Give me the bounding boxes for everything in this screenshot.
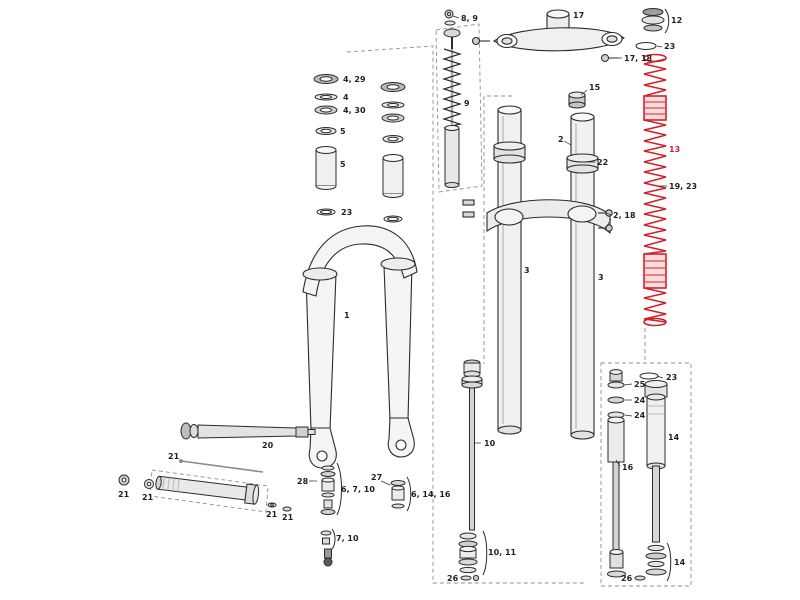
part-label-23: 23 xyxy=(666,373,677,382)
part-9-rebound-damper xyxy=(441,9,463,188)
dashed-guides xyxy=(149,23,692,587)
small-parts-right-stack xyxy=(390,480,406,509)
part-label-24: 24 xyxy=(634,396,646,405)
part-label-13: 13 xyxy=(669,145,680,154)
washer-21 xyxy=(282,506,292,512)
part-label-22: 22 xyxy=(597,158,608,167)
part-label-20: 20 xyxy=(262,441,274,450)
part-14-air-shaft xyxy=(639,372,668,576)
o-ring-23-left xyxy=(316,208,336,216)
part-label-4: 4 xyxy=(343,93,349,102)
part-label-17-18: 17, 18 xyxy=(624,54,653,63)
part-label-19-23: 19, 23 xyxy=(669,182,697,191)
part-label-2-18: 2, 18 xyxy=(613,211,636,220)
ring-25 xyxy=(607,381,625,389)
part-17-crown-steerer xyxy=(471,9,625,52)
part-16-damper-shaft xyxy=(607,369,646,581)
part-label-6-7-10: 6, 7, 10 xyxy=(341,485,375,494)
part-label-5: 5 xyxy=(340,127,346,136)
part-label-6-14-16: 6, 14, 16 xyxy=(411,490,451,499)
o-ring-23-top xyxy=(635,42,657,50)
part-label-24: 24 xyxy=(634,411,646,420)
pinch-bolt xyxy=(605,224,613,232)
part-label-28: 28 xyxy=(297,477,309,486)
part-label-25: 25 xyxy=(634,380,646,389)
part-label-4-29: 4, 29 xyxy=(343,75,366,84)
part-label-3: 3 xyxy=(524,266,530,275)
crown-bolt xyxy=(471,36,481,46)
part-20-rebound-rod xyxy=(179,422,316,473)
label-leaders xyxy=(309,15,667,486)
lower-crown xyxy=(462,199,613,235)
part-label-26: 26 xyxy=(447,574,459,583)
part-12-top-cap xyxy=(601,8,665,62)
washer-26 xyxy=(460,575,472,581)
part-13-coil-spring xyxy=(643,53,667,327)
part-label-14: 14 xyxy=(668,433,680,442)
small-parts-left-stack xyxy=(320,465,336,567)
part-label-14: 14 xyxy=(674,558,686,567)
part-label-15: 15 xyxy=(589,83,601,92)
part-label-21: 21 xyxy=(142,493,154,502)
part-label-26: 26 xyxy=(621,574,633,583)
part-label-10: 10 xyxy=(484,439,496,448)
part-label-23: 23 xyxy=(664,42,675,51)
seal-stack-left xyxy=(313,74,339,216)
part-label-8-9: 8, 9 xyxy=(461,14,478,23)
part-label-16: 16 xyxy=(622,463,634,472)
part-label-21: 21 xyxy=(266,510,278,519)
part-label-5: 5 xyxy=(340,160,346,169)
part-label-9: 9 xyxy=(464,99,470,108)
part-21-axle xyxy=(118,474,292,512)
part-label-1: 1 xyxy=(344,311,350,320)
part-label-12: 12 xyxy=(671,16,682,25)
part-label-2: 2 xyxy=(558,135,564,144)
seal-stack-right xyxy=(380,82,406,223)
part-label-23: 23 xyxy=(341,208,352,217)
part-10-shaft xyxy=(458,359,483,582)
ring-24 xyxy=(607,396,625,404)
part-label-7-10: 7, 10 xyxy=(336,534,359,543)
part-label-4-30: 4, 30 xyxy=(343,106,366,115)
group-brackets xyxy=(331,8,672,582)
rebound-needle xyxy=(180,460,264,473)
part-label-21: 21 xyxy=(168,452,180,461)
bolt-head xyxy=(323,557,333,567)
part-label-10-11: 10, 11 xyxy=(488,548,517,557)
part-label-21: 21 xyxy=(282,513,294,522)
bolt-17-18 xyxy=(601,54,609,62)
part-label-21: 21 xyxy=(118,490,130,499)
part-3-upper-tubes xyxy=(493,91,599,440)
part-label-27: 27 xyxy=(371,473,382,482)
part-1-lowers xyxy=(302,225,418,469)
part-label-17: 17 xyxy=(573,11,584,20)
washer-26 xyxy=(634,575,646,581)
part-label-3: 3 xyxy=(598,273,604,282)
